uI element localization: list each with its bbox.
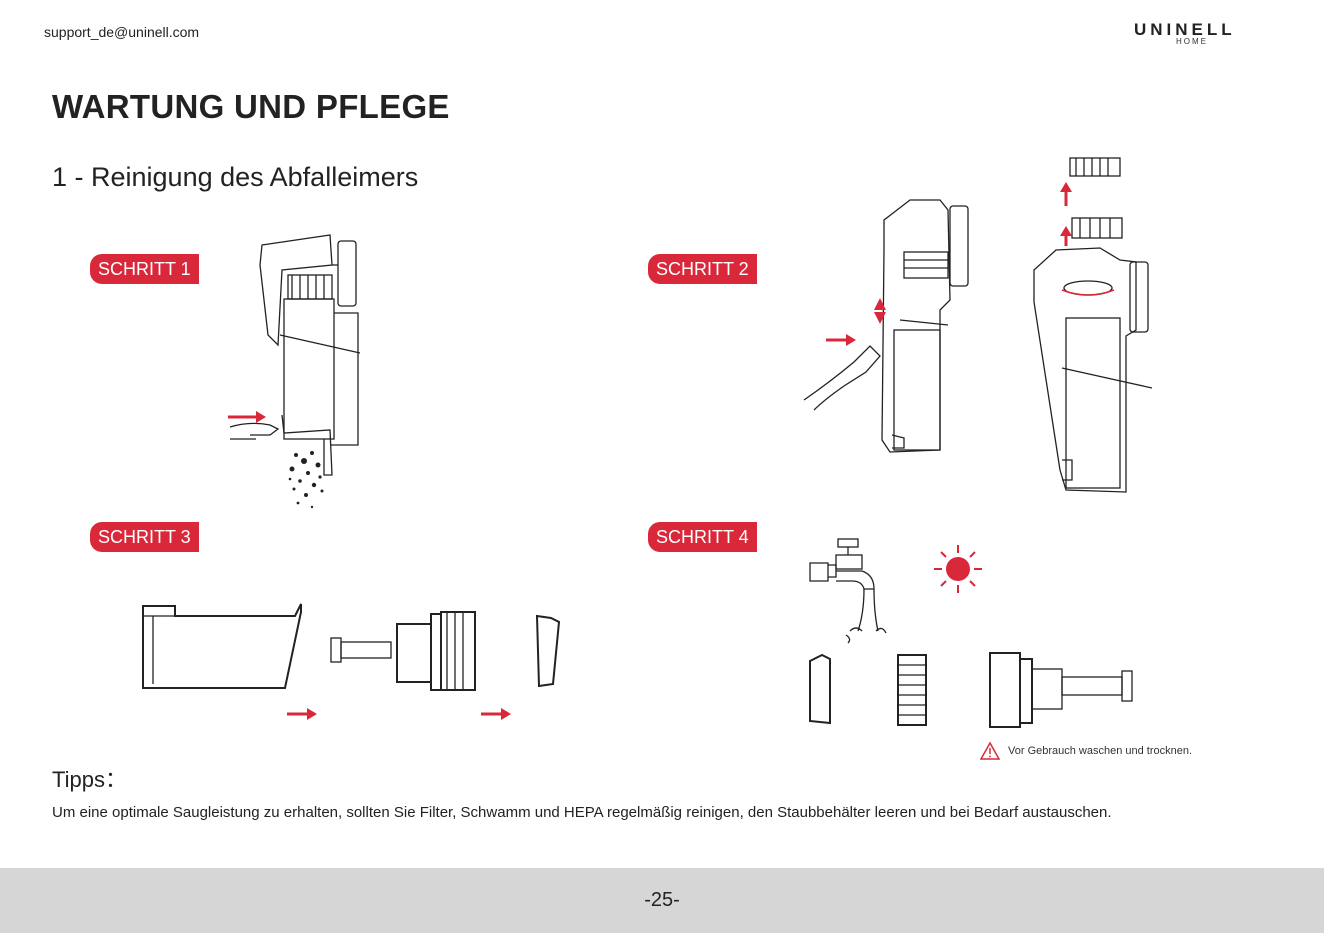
step-4-label: SCHRITT 4	[648, 522, 757, 552]
step-3-illustration	[135, 598, 565, 723]
section-title: 1 - Reinigung des Abfalleimers	[52, 162, 418, 193]
step-3-label: SCHRITT 3	[90, 522, 199, 552]
support-email: support_de@uninell.com	[44, 24, 199, 40]
step-1-illustration	[220, 225, 370, 515]
page-title: WARTUNG UND PFLEGE	[52, 88, 450, 126]
step-2-label: SCHRITT 2	[648, 254, 757, 284]
tips-heading: Tipps：	[52, 762, 127, 794]
step-1-label: SCHRITT 1	[90, 254, 199, 284]
tips-body: Um eine optimale Saugleistung zu erhalte…	[52, 804, 1112, 821]
step-2-illustration	[800, 150, 1160, 495]
step-4-illustration	[800, 535, 1150, 730]
warning-icon	[980, 742, 1000, 760]
page-number: -25-	[0, 889, 1324, 912]
wash-dry-note: Vor Gebrauch waschen und trocknen.	[1008, 745, 1192, 757]
brand-logo-sub: HOME	[1176, 37, 1208, 46]
